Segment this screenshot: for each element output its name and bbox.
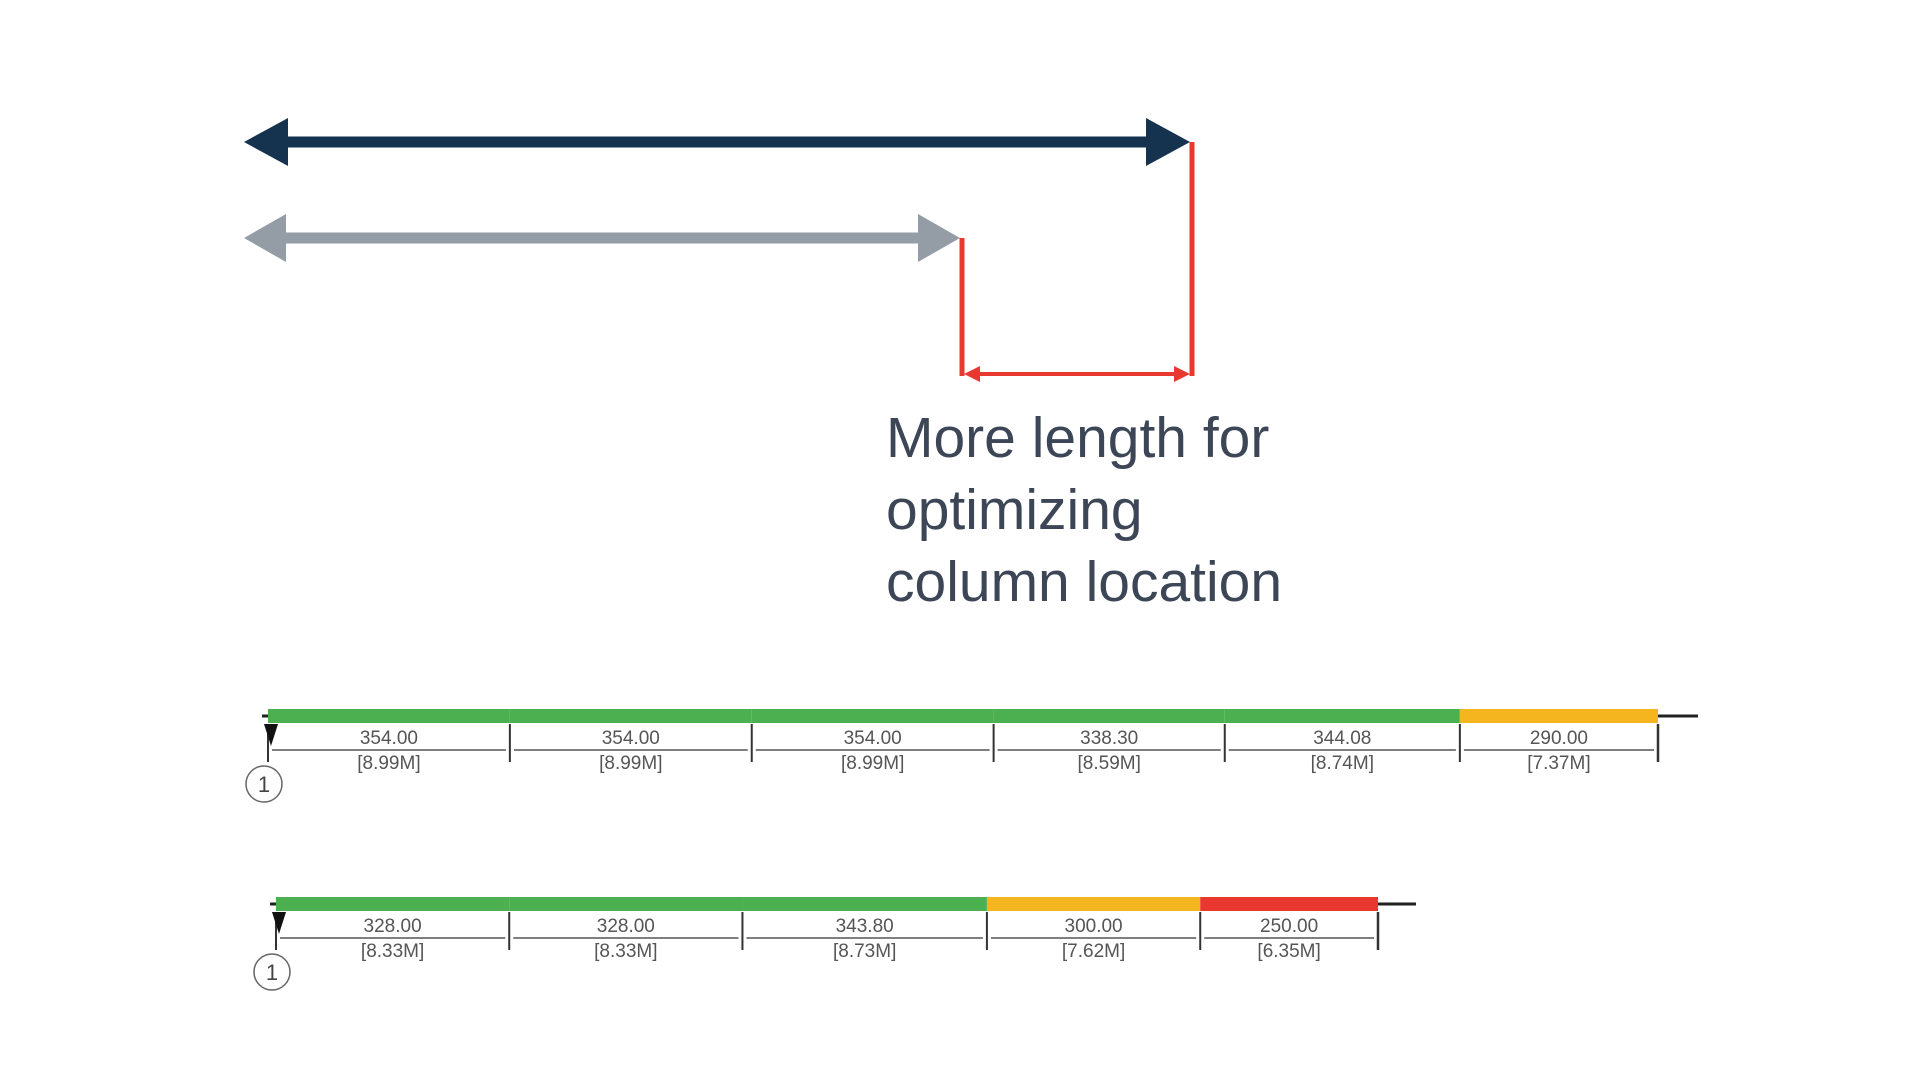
beam-top-span-value-6: 290.00 <box>1530 728 1588 749</box>
beam-bottom-span-metric-4: [7.62M] <box>1062 941 1125 962</box>
beam-top-span-bar-4 <box>993 709 1225 723</box>
beam-bottom-span-value-2: 328.00 <box>597 916 655 937</box>
beam-bottom-grid-bubble <box>253 953 291 991</box>
short-span-arrow <box>244 214 960 262</box>
beam-top-span-bar-2 <box>509 709 752 723</box>
short-span-arrow-left-head <box>244 214 286 262</box>
callout-line-1: More length for <box>886 406 1270 470</box>
beam-top-span-value-4: 338.30 <box>1080 728 1138 749</box>
beam-top-span-metric-2: [8.99M] <box>599 753 662 774</box>
beam-bottom-span-bar-1 <box>276 897 510 911</box>
beam-top-span-metric-3: [8.99M] <box>841 753 904 774</box>
beam-top-span-bar-6 <box>1459 709 1658 723</box>
extra-length-bracket <box>959 142 1195 382</box>
beam-bottom-span-bar-4 <box>986 897 1201 911</box>
beam-bottom-span-metric-2: [8.33M] <box>594 941 657 962</box>
beam-top-grid-label: 1 <box>258 772 270 797</box>
beam-bottom-span-value-1: 328.00 <box>364 916 422 937</box>
long-span-arrow-left-head <box>244 118 288 166</box>
beam-top-span-metric-4: [8.59M] <box>1078 753 1141 774</box>
long-span-arrow <box>244 118 1190 166</box>
beam-bottom-span-bar-3 <box>742 897 987 911</box>
beam-top-span-value-1: 354.00 <box>360 728 418 749</box>
beam-bottom-span-value-5: 250.00 <box>1260 916 1318 937</box>
callout-line-2: optimizing <box>886 478 1143 542</box>
beam-top-span-metric-6: [7.37M] <box>1527 753 1590 774</box>
beam-bottom-span-metric-5: [6.35M] <box>1257 941 1320 962</box>
beam-bottom-grid-label: 1 <box>266 960 278 985</box>
beam-bottom-strip: 328.00 [8.33M] 328.00 [8.33M] 343.80 [8.73M] 3… <box>253 897 1416 991</box>
callout-text: More length for optimizing column locati… <box>886 402 1406 618</box>
beam-top-span-value-3: 354.00 <box>844 728 902 749</box>
beam-top-span-bar-5 <box>1224 709 1460 723</box>
beam-bottom-span-value-4: 300.00 <box>1065 916 1123 937</box>
bracket-right-tick-icon <box>1174 366 1190 382</box>
beam-top-support-icon <box>264 724 278 746</box>
beam-top-grid-bubble <box>245 765 283 803</box>
beam-top-span-metric-5: [8.74M] <box>1311 753 1374 774</box>
beam-top-strip: 354.00 [8.99M] 354.00 [8.99M] 354.00 [8.99M] 3… <box>245 709 1698 803</box>
beam-bottom-span-metric-3: [8.73M] <box>833 941 896 962</box>
beam-top-span-bar-3 <box>751 709 994 723</box>
beam-bottom-span-bar-2 <box>509 897 743 911</box>
beam-top-span-bar-1 <box>268 709 510 723</box>
beam-bottom-span-value-3: 343.80 <box>836 916 894 937</box>
long-span-arrow-right-head <box>1146 118 1190 166</box>
bracket-left-tick-icon <box>964 366 980 382</box>
beam-top-span-metric-1: [8.99M] <box>357 753 420 774</box>
callout-line-3: column location <box>886 550 1283 614</box>
short-span-arrow-right-head <box>918 214 960 262</box>
beam-bottom-support-icon <box>272 912 286 934</box>
beam-bottom-span-metric-1: [8.33M] <box>361 941 424 962</box>
beam-top-span-value-5: 344.08 <box>1313 728 1371 749</box>
beam-top-span-value-2: 354.00 <box>602 728 660 749</box>
beam-bottom-span-bar-5 <box>1200 897 1378 911</box>
